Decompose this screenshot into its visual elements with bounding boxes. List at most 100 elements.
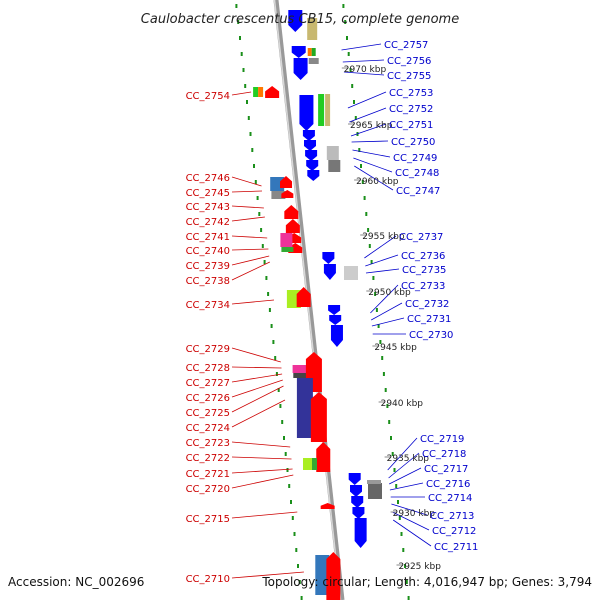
right-label-connector xyxy=(388,452,420,479)
right-gene-label: CC_2718 xyxy=(422,449,466,460)
left-track-dot xyxy=(297,564,299,568)
left-gene-label: CC_2754 xyxy=(186,91,230,102)
left-track-dot xyxy=(279,404,282,408)
left-track-dot xyxy=(272,340,275,344)
left-gene-label: CC_2742 xyxy=(186,217,230,228)
left-label-connector xyxy=(231,248,269,251)
gene-block xyxy=(296,378,313,438)
left-label-connector xyxy=(231,379,283,398)
gene-arrow xyxy=(352,507,365,519)
left-track-dot xyxy=(291,516,294,520)
left-gene-label: CC_2739 xyxy=(186,261,230,272)
gene-block xyxy=(328,160,341,172)
left-track-dot xyxy=(298,580,301,584)
right-gene-label: CC_2732 xyxy=(405,299,449,310)
left-track-dot xyxy=(256,196,259,200)
left-track-dot xyxy=(254,180,257,184)
right-label-connector xyxy=(389,482,424,491)
kbp-label: 2930 kbp xyxy=(393,509,436,519)
left-label-connector xyxy=(231,366,282,369)
left-track-dot xyxy=(249,132,252,136)
left-gene-label: CC_2724 xyxy=(186,423,230,434)
right-gene-label: CC_2736 xyxy=(401,251,445,262)
gene-arrow xyxy=(265,86,280,98)
right-track-dot xyxy=(346,36,348,40)
right-track-dot xyxy=(405,580,408,584)
gene-arrow xyxy=(322,252,335,264)
right-gene-label: CC_2737 xyxy=(399,232,443,243)
right-label-connector xyxy=(347,91,387,109)
right-track-dot xyxy=(397,500,399,504)
right-track-dot xyxy=(382,372,385,376)
right-gene-label: CC_2749 xyxy=(393,153,437,164)
right-track-dot xyxy=(398,516,401,520)
gene-arrow xyxy=(328,305,341,315)
left-gene-label: CC_2725 xyxy=(186,408,230,419)
gene-block xyxy=(281,247,294,252)
gene-arrow xyxy=(285,219,300,233)
right-track-dot xyxy=(375,308,378,312)
gene-arrow xyxy=(329,315,342,325)
left-label-connector xyxy=(231,190,263,193)
gene-arrow xyxy=(288,10,303,32)
left-label-connector xyxy=(231,91,252,96)
left-label-connector xyxy=(231,468,293,474)
left-track-dot xyxy=(246,100,248,104)
right-gene-label: CC_2751 xyxy=(389,120,433,131)
right-label-connector xyxy=(351,140,389,143)
gene-arrow xyxy=(320,503,335,509)
left-gene-label: CC_2721 xyxy=(186,469,230,480)
right-gene-label: CC_2711 xyxy=(434,542,478,553)
right-gene-label: CC_2717 xyxy=(424,464,468,475)
right-label-connector xyxy=(387,437,418,471)
right-track-dot xyxy=(379,340,382,344)
left-gene-label: CC_2741 xyxy=(186,232,230,243)
right-track-dot xyxy=(404,564,406,568)
left-label-connector xyxy=(231,456,292,460)
left-gene-label: CC_2734 xyxy=(186,300,230,311)
left-track-dot xyxy=(274,356,277,360)
gene-block xyxy=(326,146,339,160)
right-gene-label: CC_2757 xyxy=(384,40,428,51)
gene-block xyxy=(344,266,358,280)
right-label-connector xyxy=(370,284,399,314)
left-track-dot xyxy=(258,212,261,216)
right-track-dot xyxy=(407,596,410,600)
topology-label: Topology: circular; Length: 4,016,947 bp… xyxy=(261,575,592,589)
right-gene-label: CC_2755 xyxy=(387,71,431,82)
kbp-label: 2950 kbp xyxy=(368,288,411,298)
left-track-dot xyxy=(260,228,263,232)
right-track-dot xyxy=(367,228,370,232)
right-gene-label: CC_2747 xyxy=(396,186,440,197)
right-track-dot xyxy=(381,356,384,360)
gene-block xyxy=(253,87,259,97)
track-dots xyxy=(235,4,410,600)
left-gene-label: CC_2727 xyxy=(186,378,230,389)
gene-arrow xyxy=(281,190,294,198)
gene-arrow xyxy=(323,264,336,280)
right-track-dot xyxy=(377,324,380,328)
right-gene-label: CC_2756 xyxy=(387,56,431,67)
kbp-label: 2970 kbp xyxy=(344,65,387,75)
right-gene-label: CC_2731 xyxy=(407,314,451,325)
left-label-connector xyxy=(231,373,283,383)
left-track-dot xyxy=(270,324,273,328)
right-track-dot xyxy=(386,404,389,408)
gene-block xyxy=(307,18,318,40)
left-label-connector xyxy=(231,474,294,489)
left-track-dot xyxy=(277,388,280,392)
gene-block xyxy=(280,233,293,247)
gene-arrow xyxy=(307,170,320,181)
right-track-dot xyxy=(368,244,371,248)
gene-arrow xyxy=(299,95,314,131)
right-track-dot xyxy=(372,276,375,280)
right-gene-label: CC_2712 xyxy=(432,526,476,537)
right-track-dot xyxy=(395,484,398,488)
left-gene-label: CC_2728 xyxy=(186,363,230,374)
left-label-connector xyxy=(231,347,281,363)
left-track-dot xyxy=(261,244,264,248)
gene-arrow xyxy=(316,442,331,472)
